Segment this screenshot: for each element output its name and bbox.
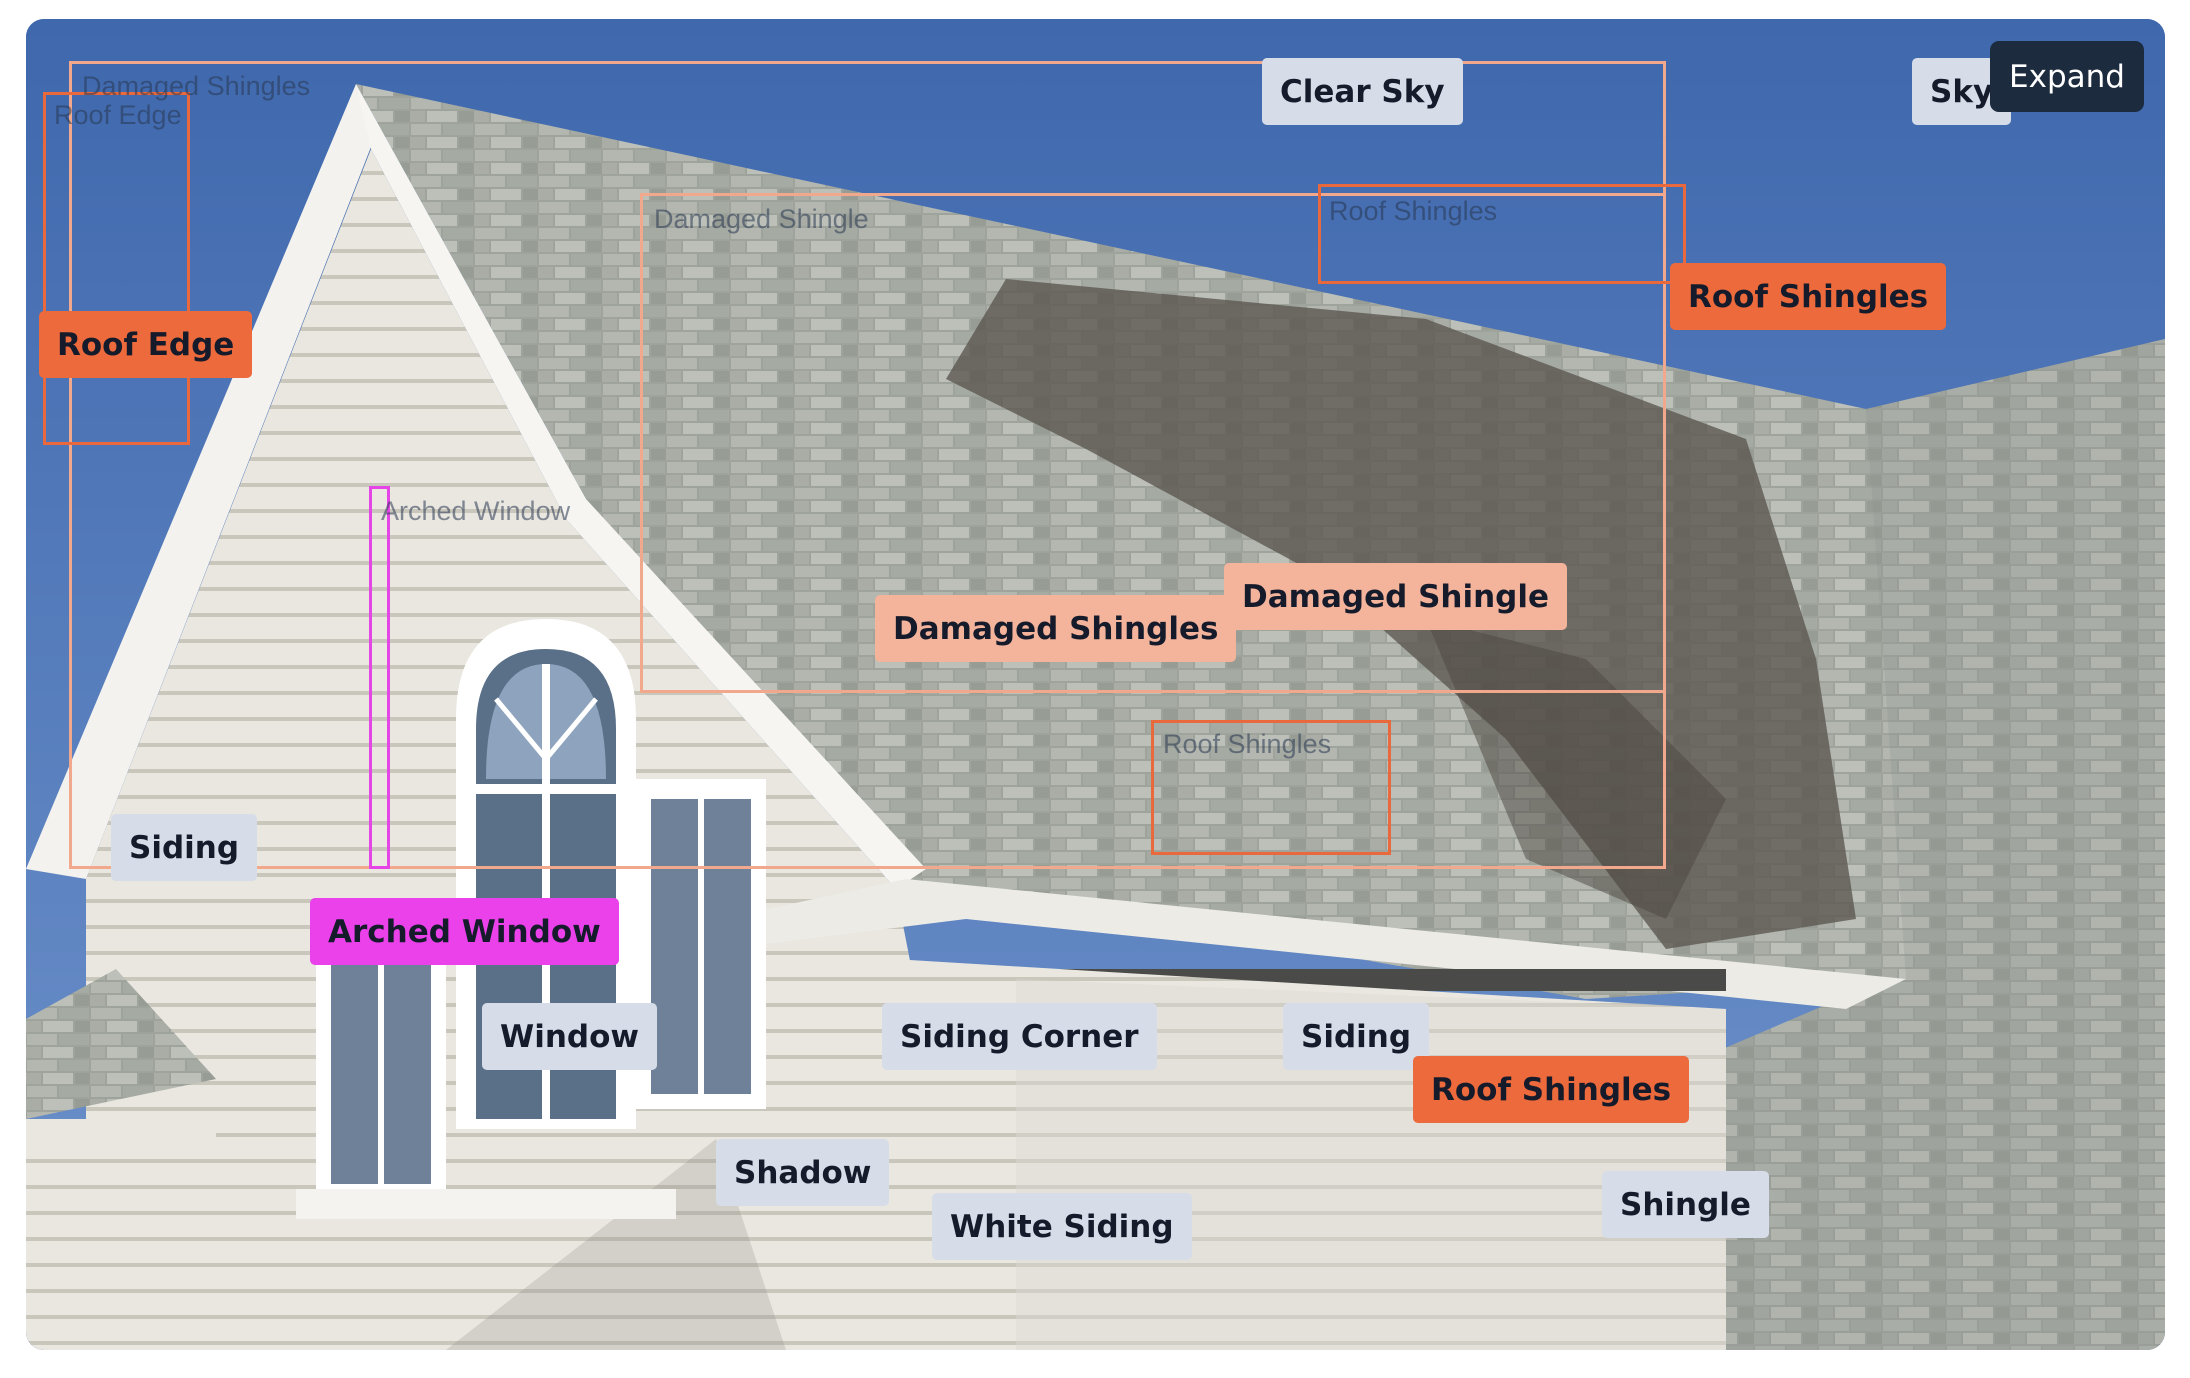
- bbox-roof-edge: [43, 92, 190, 445]
- bbox-roof-shingles-top: [1318, 184, 1686, 284]
- tag-arched-window[interactable]: Arched Window: [310, 898, 619, 965]
- tag-roof-edge[interactable]: Roof Edge: [39, 311, 253, 378]
- expand-button[interactable]: Expand: [1990, 41, 2144, 112]
- tag-siding-right[interactable]: Siding: [1283, 1003, 1430, 1070]
- tag-shingle[interactable]: Shingle: [1602, 1171, 1769, 1238]
- faint-label-arched-window: Arched Window: [381, 496, 571, 526]
- tag-damaged-shingle[interactable]: Damaged Shingle: [1224, 563, 1568, 630]
- faint-label-roof-shingles-top: Roof Shingles: [1329, 196, 1498, 226]
- tag-damaged-shingles[interactable]: Damaged Shingles: [875, 595, 1237, 662]
- bbox-roof-shingles-mid: [1151, 720, 1391, 855]
- tag-shadow[interactable]: Shadow: [716, 1139, 890, 1206]
- bbox-arched-window: [369, 486, 390, 869]
- bbox-damaged-shingle: [640, 193, 1666, 693]
- faint-label-damaged-shingle: Damaged Shingle: [654, 204, 869, 234]
- tag-window[interactable]: Window: [482, 1003, 658, 1070]
- tag-siding-left[interactable]: Siding: [111, 814, 258, 881]
- faint-label-damaged-shingles: Damaged Shingles: [82, 71, 311, 101]
- tag-siding-corner[interactable]: Siding Corner: [882, 1003, 1157, 1070]
- tag-white-siding[interactable]: White Siding: [932, 1193, 1192, 1260]
- faint-label-roof-shingles-mid: Roof Shingles: [1163, 729, 1332, 759]
- faint-label-roof-edge: Roof Edge: [54, 100, 182, 130]
- tag-roof-shingles-mid[interactable]: Roof Shingles: [1413, 1056, 1690, 1123]
- annotated-image-viewer: Damaged Shingles Roof Edge Damaged Shing…: [26, 19, 2165, 1350]
- tag-roof-shingles-top[interactable]: Roof Shingles: [1670, 263, 1947, 330]
- tag-clear-sky[interactable]: Clear Sky: [1262, 58, 1463, 125]
